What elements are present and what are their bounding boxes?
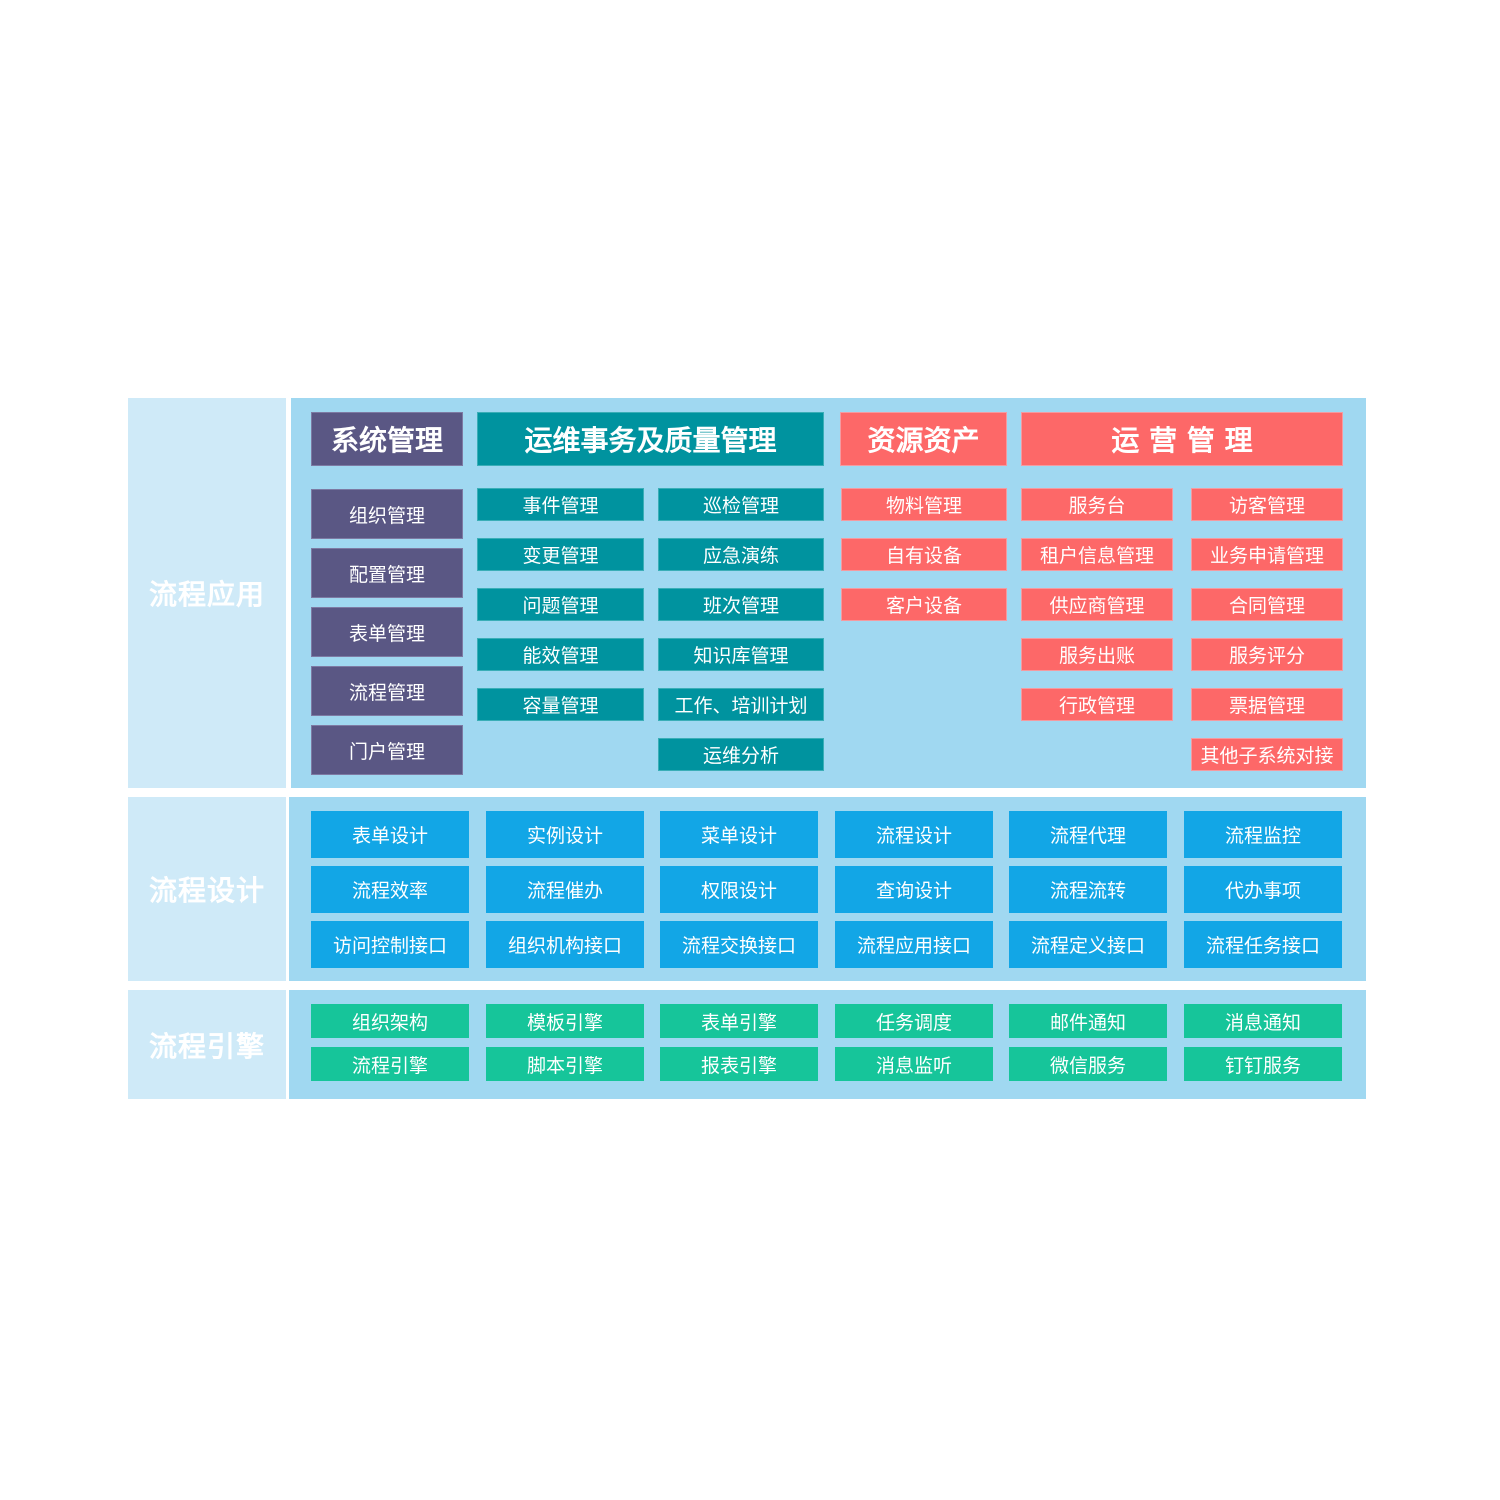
operation-item[interactable]: 服务台 <box>1021 488 1173 521</box>
engine-item[interactable]: 邮件通知 <box>1009 1004 1167 1038</box>
design-item[interactable]: 流程交换接口 <box>660 921 818 968</box>
engine-item[interactable]: 任务调度 <box>835 1004 993 1038</box>
ops-item[interactable]: 班次管理 <box>658 588 824 621</box>
section-label-text: 流程应用 <box>148 578 265 611</box>
design-item[interactable]: 代办事项 <box>1184 866 1342 913</box>
engine-item[interactable]: 报表引擎 <box>660 1047 818 1081</box>
system-item[interactable]: 门户管理 <box>311 725 463 775</box>
design-item[interactable]: 访问控制接口 <box>311 921 469 968</box>
operation-item[interactable]: 供应商管理 <box>1021 588 1173 621</box>
ops-item[interactable]: 工作、培训计划 <box>658 688 824 721</box>
resource-item[interactable]: 客户设备 <box>841 588 1007 621</box>
operation-item[interactable]: 票据管理 <box>1191 688 1343 721</box>
section-label-design: 流程设计 <box>128 797 286 981</box>
ops-item[interactable]: 问题管理 <box>477 588 644 621</box>
ops-item[interactable]: 能效管理 <box>477 638 644 671</box>
section-label-engine: 流程引擎 <box>128 990 286 1099</box>
engine-item[interactable]: 微信服务 <box>1009 1047 1167 1081</box>
section-label-text: 流程引擎 <box>148 1029 265 1063</box>
system-item[interactable]: 流程管理 <box>311 666 463 716</box>
header-system[interactable]: 系统管理 <box>311 412 463 466</box>
design-item[interactable]: 菜单设计 <box>660 811 818 858</box>
engine-item[interactable]: 模板引擎 <box>486 1004 644 1038</box>
design-item[interactable]: 流程流转 <box>1009 866 1167 913</box>
section-label-text: 流程设计 <box>148 874 265 907</box>
design-item[interactable]: 组织机构接口 <box>486 921 644 968</box>
design-item[interactable]: 流程催办 <box>486 866 644 913</box>
design-item[interactable]: 查询设计 <box>835 866 993 913</box>
system-item[interactable]: 组织管理 <box>311 489 463 539</box>
design-item[interactable]: 表单设计 <box>311 811 469 858</box>
ops-item[interactable]: 应急演练 <box>658 538 824 571</box>
ops-item[interactable]: 事件管理 <box>477 488 644 521</box>
design-item[interactable]: 流程任务接口 <box>1184 921 1342 968</box>
engine-item[interactable]: 脚本引擎 <box>486 1047 644 1081</box>
header-ops[interactable]: 运维事务及质量管理 <box>477 412 824 466</box>
ops-item[interactable]: 知识库管理 <box>658 638 824 671</box>
ops-item[interactable]: 巡检管理 <box>658 488 824 521</box>
design-item[interactable]: 流程设计 <box>835 811 993 858</box>
header-resource[interactable]: 资源资产 <box>840 412 1007 466</box>
operation-item[interactable]: 服务评分 <box>1191 638 1343 671</box>
operation-item[interactable]: 业务申请管理 <box>1191 538 1343 571</box>
design-item[interactable]: 流程应用接口 <box>835 921 993 968</box>
design-item[interactable]: 流程定义接口 <box>1009 921 1167 968</box>
section-label-app: 流程应用 <box>128 398 286 788</box>
header-operation[interactable]: 运 营 管 理 <box>1021 412 1343 466</box>
resource-item[interactable]: 自有设备 <box>841 538 1007 571</box>
ops-item[interactable]: 容量管理 <box>477 688 644 721</box>
design-item[interactable]: 流程代理 <box>1009 811 1167 858</box>
design-item[interactable]: 流程效率 <box>311 866 469 913</box>
engine-item[interactable]: 消息监听 <box>835 1047 993 1081</box>
operation-item[interactable]: 服务出账 <box>1021 638 1173 671</box>
ops-item[interactable]: 变更管理 <box>477 538 644 571</box>
ops-item[interactable]: 运维分析 <box>658 738 824 771</box>
engine-item[interactable]: 钉钉服务 <box>1184 1047 1342 1081</box>
operation-item[interactable]: 行政管理 <box>1021 688 1173 721</box>
operation-item[interactable]: 租户信息管理 <box>1021 538 1173 571</box>
operation-item[interactable]: 访客管理 <box>1191 488 1343 521</box>
system-item[interactable]: 表单管理 <box>311 607 463 657</box>
resource-item[interactable]: 物料管理 <box>841 488 1007 521</box>
design-item[interactable]: 实例设计 <box>486 811 644 858</box>
operation-item[interactable]: 其他子系统对接 <box>1191 738 1343 771</box>
engine-item[interactable]: 流程引擎 <box>311 1047 469 1081</box>
engine-item[interactable]: 消息通知 <box>1184 1004 1342 1038</box>
engine-item[interactable]: 组织架构 <box>311 1004 469 1038</box>
system-item[interactable]: 配置管理 <box>311 548 463 598</box>
operation-item[interactable]: 合同管理 <box>1191 588 1343 621</box>
engine-item[interactable]: 表单引擎 <box>660 1004 818 1038</box>
design-item[interactable]: 权限设计 <box>660 866 818 913</box>
design-item[interactable]: 流程监控 <box>1184 811 1342 858</box>
